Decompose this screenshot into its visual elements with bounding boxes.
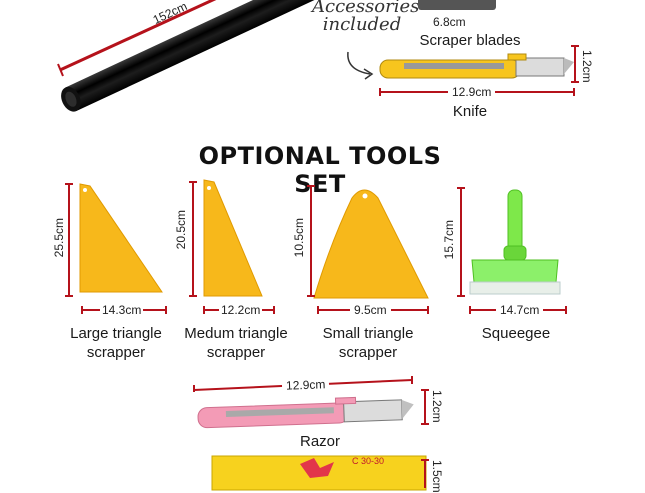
large-triangle-label-line2: scrapper — [86, 344, 146, 361]
blade-width-label: 6.8cm — [433, 15, 466, 29]
razor-label: Razor — [299, 433, 340, 450]
medium-triangle-label: Medum triangle scrapper — [176, 324, 296, 362]
razor-height-label: 1.2cm — [430, 390, 444, 423]
squeegee-image — [469, 189, 561, 295]
large-triangle-height-dim — [65, 183, 73, 297]
knife-image — [379, 53, 574, 79]
medium-triangle-label-line2: scrapper — [206, 344, 266, 361]
medium-triangle-label-line1: Medum triangle — [184, 325, 288, 342]
blades-label: Scraper blades — [419, 32, 521, 49]
small-triangle-label-line2: scrapper — [338, 344, 398, 361]
blade-box-image — [211, 455, 427, 491]
squeegee-height-dim — [457, 187, 465, 297]
large-triangle-label: Large triangle scrapper — [56, 324, 176, 362]
small-triangle-height-label: 10.5cm — [292, 218, 306, 258]
box-height-label: 1.5cm — [430, 460, 444, 493]
section-title: OPTIONAL TOOLS SET — [198, 142, 442, 198]
razor-image — [197, 396, 414, 429]
large-triangle-label-line1: Large triangle — [70, 325, 162, 342]
accessories-note: Accessories included — [312, 0, 420, 35]
squeegee-height-label: 15.7cm — [442, 220, 456, 260]
small-triangle-label-line1: Small triangle — [322, 325, 414, 342]
large-triangle-height-label: 25.5cm — [52, 218, 66, 258]
accessories-line-2: included — [322, 14, 402, 35]
razor-height-dim — [421, 389, 429, 425]
accessories-line-1: Accessories — [312, 0, 420, 17]
window-film-roll — [57, 0, 376, 112]
squeegee-label: Squeegee — [481, 325, 551, 342]
small-triangle-height-dim — [307, 185, 315, 297]
scraper-blades-image — [418, 0, 496, 10]
knife-width-label: 12.9cm — [448, 85, 496, 99]
arrow-icon — [347, 51, 374, 80]
box-height-dim — [421, 459, 429, 488]
medium-triangle-height-label: 20.5cm — [174, 210, 188, 250]
squeegee-width-label: 14.7cm — [496, 303, 544, 317]
knife-label: Knife — [452, 103, 488, 120]
knife-height-dim — [571, 45, 579, 83]
medium-triangle-scraper-image — [203, 179, 263, 297]
razor-width-label: 12.9cm — [281, 377, 330, 393]
knife-height-label: 1.2cm — [580, 50, 594, 83]
small-triangle-label: Small triangle scrapper — [308, 324, 428, 362]
blade-box-print: C 30-30 — [352, 456, 385, 466]
small-triangle-scraper-image — [313, 189, 429, 299]
large-triangle-width-label: 14.3cm — [100, 303, 144, 317]
medium-triangle-height-dim — [189, 181, 197, 297]
small-triangle-width-label: 9.5cm — [350, 303, 391, 317]
large-triangle-scraper-image — [79, 183, 163, 293]
medium-triangle-width-label: 12.2cm — [219, 303, 263, 317]
